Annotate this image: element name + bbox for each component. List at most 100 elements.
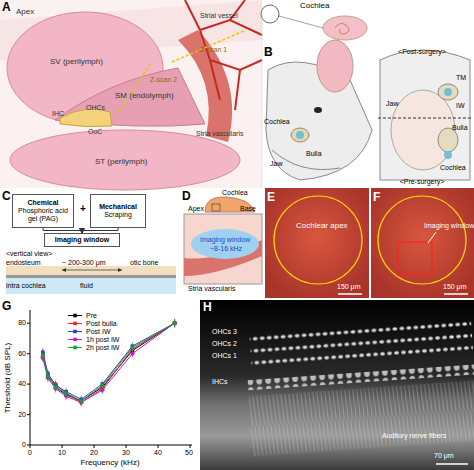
confocal-image: [200, 300, 474, 470]
legend-text: 2h post IW: [86, 344, 119, 351]
mouse-ventral-view: [378, 50, 472, 180]
series-line: [43, 323, 175, 402]
label: OHCs 2: [212, 340, 237, 347]
panel-letter: A: [2, 1, 11, 13]
label: Bulla: [306, 150, 322, 157]
label: Jaw: [270, 160, 282, 167]
label: fluid: [80, 282, 93, 289]
label: Strial vessel: [200, 12, 238, 19]
label: 30: [122, 449, 130, 456]
mouse-ventral-view: [444, 88, 452, 96]
panel-a-art: [185, 0, 262, 110]
panel-letter: C: [2, 190, 11, 202]
box-heading: Chemical: [27, 199, 58, 207]
panel-c-art: [6, 266, 176, 294]
label: SM (endolymph): [115, 92, 174, 100]
panel-e-photo: [265, 188, 369, 298]
label: Z-scan 2: [150, 76, 177, 83]
label: <Pre-surgery>: [400, 178, 445, 185]
label: Apex: [188, 205, 204, 212]
process-box: MechanicalScraping: [90, 194, 146, 228]
label: TM: [456, 74, 466, 81]
legend-text: 1h post IW: [86, 336, 119, 343]
panel-f-photo: [371, 188, 474, 298]
connector: [43, 228, 82, 233]
panel-f-photo: [398, 242, 432, 274]
label: Cochlea: [440, 164, 466, 171]
label: 20: [18, 411, 26, 418]
panel-a-art: [178, 30, 232, 142]
confocal-image: [245, 321, 474, 457]
mouse-side-view: [266, 40, 372, 180]
label: 0: [28, 449, 32, 456]
label: 150 μm: [337, 283, 361, 290]
panel-c-art: [62, 270, 122, 271]
box-text: Scraping: [104, 211, 132, 219]
legend-text: Post bulla: [86, 320, 117, 327]
label: Cochlea: [300, 2, 329, 10]
error-bar: [132, 344, 133, 352]
chart-axes: [30, 445, 192, 446]
panel-d-art: [212, 204, 220, 211]
label: OHCs 3: [212, 328, 237, 335]
label: Stria vascularis: [196, 130, 243, 137]
mouse-side-view: [291, 128, 309, 142]
label: 50: [185, 449, 193, 456]
label: 40: [18, 380, 26, 387]
label: <vertical view>: [6, 250, 52, 257]
label: ~ 200-300 μm: [62, 259, 106, 266]
label: ST (perilymph): [95, 158, 147, 166]
label: 70 μm: [434, 452, 454, 459]
panel-c-art: [6, 278, 176, 294]
series-line: [43, 323, 175, 401]
panel-c-art: [6, 266, 176, 275]
ear-icon: [335, 23, 349, 34]
panel-a-art: [261, 5, 279, 23]
label: Z-scan 1: [200, 46, 227, 53]
panel-f-photo: [428, 232, 436, 243]
label: endosteum: [6, 259, 41, 266]
series-line: [43, 323, 175, 402]
axis-title: Threshold (dB SPL): [4, 343, 12, 413]
error-bar: [42, 351, 43, 359]
label: IHC: [52, 110, 64, 117]
panel-letter: D: [182, 190, 191, 202]
mouse-side-view: [314, 107, 322, 113]
label: Imaging window: [424, 222, 474, 229]
panel-letter: G: [2, 300, 11, 312]
label: ~8-16 kHz: [210, 245, 242, 252]
ear-icon: [279, 16, 323, 28]
label: 60: [18, 350, 26, 357]
error-bar: [81, 397, 82, 405]
panel-a-art: [60, 109, 112, 127]
panel-letter: F: [373, 191, 380, 203]
panel-d-art: [184, 214, 262, 284]
label: 80: [18, 319, 26, 326]
panel-letter: E: [267, 191, 275, 203]
panel-a-art: [55, 68, 205, 126]
confocal-image: [249, 380, 474, 456]
label: 20: [90, 449, 98, 456]
error-bar: [174, 319, 175, 327]
panel-c-art: [6, 275, 176, 278]
label: intra cochlea: [6, 282, 46, 289]
label: Cochlea: [264, 118, 290, 125]
panel-a-art: [118, 62, 152, 112]
label: Bulla: [452, 124, 468, 131]
label: Auditory nerve fibers: [382, 432, 446, 439]
panel-a-art: [0, 0, 279, 190]
panel-a-art: [262, 8, 263, 188]
label: Cochlea: [222, 189, 248, 196]
panel-a-art: [172, 30, 246, 62]
panel-letter: B: [264, 46, 273, 58]
mouse-side-view: [317, 40, 353, 92]
label: Jaw: [386, 100, 398, 107]
legend-sample: [73, 330, 77, 334]
series-line: [43, 323, 175, 401]
process-box: Imaging window: [44, 233, 120, 247]
legend-sample: [73, 314, 77, 318]
panel-e-photo: [265, 188, 369, 298]
legend-sample: [73, 322, 77, 326]
